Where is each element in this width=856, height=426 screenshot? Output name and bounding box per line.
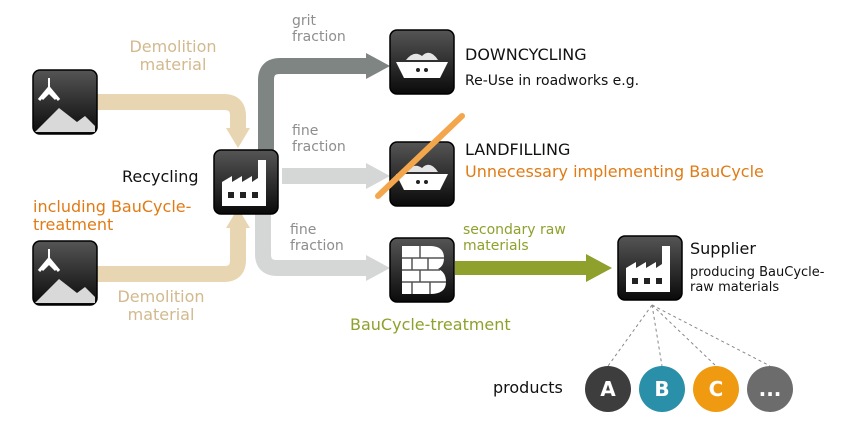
connector-line-more: [651, 304, 771, 367]
grit-line-1: grit: [292, 13, 317, 29]
landfilling-container-icon: [389, 141, 455, 207]
demolition-bottom-label: Demolition material: [106, 287, 216, 325]
product-circle-1: A: [585, 366, 631, 412]
product-circle-4: ...: [747, 366, 793, 412]
fine2-line-2: fraction: [290, 238, 344, 255]
product-circle-3: C: [693, 366, 739, 412]
fine1-line-1: fine: [292, 123, 319, 139]
demolition-excavator-icon-bottom: [32, 240, 98, 306]
demolition-top-label: Demolition material: [118, 37, 228, 75]
supplier-subtitle-line-1: producing BauCycle-: [690, 265, 825, 280]
connector-line-a: [607, 304, 653, 367]
downcycling-container-icon: [389, 29, 455, 95]
demolition-bottom-flow-arrow: [97, 226, 246, 282]
demolition-top-line-1: Demolition: [129, 37, 217, 56]
supplier-subtitle-line-2: raw materials: [690, 279, 780, 295]
fine-fraction-landfill-label: fine fraction: [292, 123, 346, 155]
recycling-subtitle-line-2: treatment: [33, 215, 114, 235]
connector-line-c: [651, 304, 717, 367]
secondary-materials-label: secondary raw materials: [463, 222, 566, 254]
secondary-line-1: secondary raw: [463, 222, 566, 238]
landfilling-title: LANDFILLING: [465, 140, 571, 159]
baucycle-treatment-label: BauCycle-treatment: [350, 315, 511, 334]
baucycle-b-icon: [389, 237, 455, 303]
supplier-subtitle: producing BauCycle- raw materials: [690, 265, 825, 296]
landfilling-subtitle: Unnecessary implementing BauCycle: [465, 162, 764, 181]
recycling-subtitle-line-1: including BauCycle-: [33, 197, 192, 216]
demolition-bottom-arrowhead: [226, 208, 250, 228]
product-connector-lines: [607, 304, 771, 367]
grit-line-2: fraction: [292, 29, 346, 46]
landfilling-strike-line: [375, 113, 465, 199]
connector-line-b: [651, 304, 663, 367]
fine1-line-2: fraction: [292, 139, 346, 156]
supplier-factory-icon: [617, 235, 683, 301]
recycling-factory-icon: [213, 149, 279, 215]
recycling-title: Recycling: [122, 167, 199, 186]
demolition-top-arrowhead: [226, 128, 250, 148]
grit-flow-arrow: [258, 58, 368, 150]
products-label: products: [493, 378, 563, 397]
demolition-top-line-2: material: [139, 55, 207, 75]
secondary-line-2: materials: [463, 238, 529, 255]
demolition-excavator-icon-top: [32, 69, 98, 135]
fine-baucycle-arrowhead: [366, 255, 390, 281]
recycling-subtitle: including BauCycle- treatment: [33, 197, 192, 235]
secondary-materials-arrowhead: [586, 254, 612, 282]
demolition-bottom-line-1: Demolition: [117, 287, 205, 306]
grit-arrowhead: [366, 53, 390, 79]
downcycling-title: DOWNCYCLING: [465, 45, 587, 64]
fine-baucycle-flow-arrow: [255, 212, 366, 276]
product-circle-2: B: [639, 366, 685, 412]
demolition-bottom-line-2: material: [127, 305, 195, 325]
fine-landfill-arrowhead: [366, 163, 390, 189]
demolition-top-flow-arrow: [97, 94, 246, 128]
grit-fraction-label: grit fraction: [292, 13, 346, 45]
fine-fraction-baucycle-label: fine fraction: [290, 222, 344, 254]
fine2-line-1: fine: [290, 222, 317, 238]
supplier-title: Supplier: [690, 239, 756, 258]
downcycling-subtitle: Re-Use in roadworks e.g.: [465, 73, 640, 89]
